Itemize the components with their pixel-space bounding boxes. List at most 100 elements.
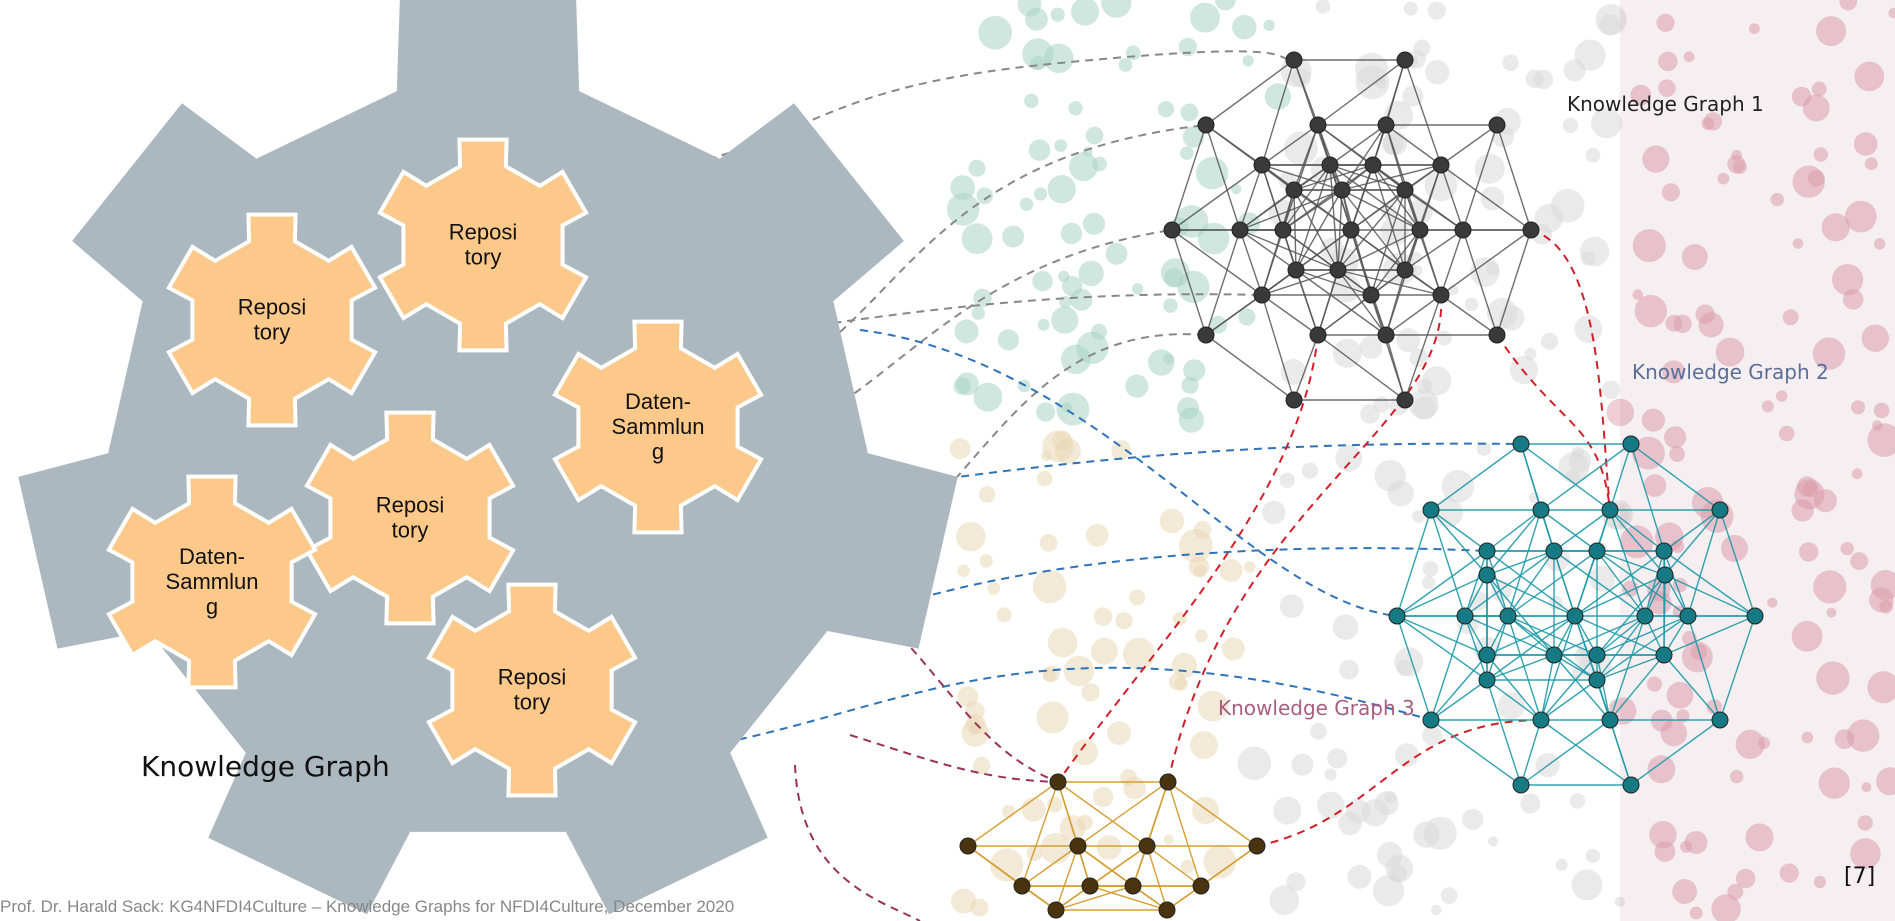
graph-node (1711, 501, 1729, 519)
background-node (1818, 767, 1851, 799)
graph-edge (1205, 294, 1263, 336)
background-node (1291, 753, 1314, 776)
graph-edge (1205, 59, 1295, 126)
gear-label: Daten- (179, 544, 245, 569)
graph-node (1432, 156, 1450, 174)
small-gear-shape (166, 212, 378, 428)
background-node (1324, 768, 1337, 781)
background-node (1171, 652, 1197, 679)
graph-edge (1396, 615, 1488, 681)
background-node (1630, 84, 1652, 106)
background-node (1347, 864, 1372, 889)
background-node (1562, 117, 1579, 133)
graph-node (1396, 51, 1414, 69)
graph-node (1274, 221, 1292, 239)
background-node (1037, 318, 1050, 331)
graph-edge (1317, 294, 1372, 336)
background-node (1840, 541, 1854, 556)
graph-edge (1282, 164, 1331, 231)
background-node (1157, 101, 1175, 118)
graph-node (1253, 286, 1271, 304)
background-node (987, 582, 1001, 595)
background-node (1107, 721, 1131, 745)
graph-edge (1464, 615, 1555, 656)
background-node (1502, 54, 1519, 72)
background-node (1422, 366, 1452, 396)
graph-node (1746, 607, 1764, 625)
background-node (1861, 324, 1890, 352)
background-node (1091, 637, 1118, 665)
background-node (1680, 840, 1693, 853)
gear-label: Sammlun (612, 414, 705, 439)
background-node (973, 382, 1003, 412)
background-node (1689, 906, 1703, 920)
background-node (1646, 676, 1662, 692)
background-node (1195, 157, 1229, 190)
background-node (1676, 709, 1690, 723)
background-node (1061, 402, 1073, 413)
background-node (1036, 470, 1053, 487)
background-node (1801, 731, 1814, 744)
background-node (1081, 683, 1100, 702)
graph-node (1512, 776, 1530, 794)
graph-edge (1596, 615, 1689, 681)
background-node (961, 223, 993, 255)
graph-edge (1663, 550, 1756, 617)
graph-node (1285, 181, 1303, 199)
background-node (1376, 842, 1403, 868)
graph-edge (1430, 654, 1488, 721)
background-node (990, 848, 1024, 882)
background-node (1579, 236, 1610, 267)
background-node (1238, 308, 1256, 326)
background-node (1589, 565, 1616, 592)
graph-edge (1205, 334, 1295, 401)
graph-node (1522, 221, 1540, 239)
connector-line (859, 329, 1398, 617)
background-node (1221, 637, 1245, 661)
graph-edge (1167, 781, 1258, 847)
graph-node (1601, 711, 1619, 729)
graph-node (1422, 501, 1440, 519)
graph-node (1081, 877, 1099, 895)
background-node (997, 329, 1020, 351)
background-node (1811, 81, 1827, 97)
background-node (1591, 107, 1622, 139)
background-node (1093, 786, 1114, 808)
background-node (1497, 692, 1525, 720)
graph-edge (1596, 615, 1689, 656)
graph-edge (1167, 781, 1202, 887)
graph-edge (1396, 550, 1488, 617)
background-node (1262, 500, 1286, 525)
graph-edge (1372, 164, 1406, 271)
background-node (1681, 641, 1713, 673)
background-node (961, 719, 990, 747)
background-node (1424, 169, 1458, 202)
graph-node (1432, 286, 1450, 304)
graph-edge (1430, 509, 1488, 552)
background-node (1853, 132, 1878, 156)
graph-node (1622, 435, 1640, 453)
graph-edge (1507, 550, 1555, 617)
graph-edge (1329, 124, 1387, 166)
background-node (1850, 552, 1869, 571)
background-node (1791, 620, 1823, 652)
background-node (954, 319, 979, 344)
graph-edge (1430, 509, 1466, 617)
background-node (1558, 451, 1590, 484)
background-node (1403, 1, 1418, 16)
background-node (1799, 542, 1819, 562)
gear-label: Sammlun (166, 569, 259, 594)
graph-edge (1239, 189, 1343, 231)
gear-label: tory (465, 245, 502, 270)
graph-node (1396, 181, 1414, 199)
background-node (1032, 569, 1067, 604)
background-node (1816, 661, 1850, 695)
background-node (1839, 0, 1857, 11)
background-node (1060, 222, 1083, 245)
graph-edge (1295, 269, 1387, 336)
background-node (1643, 474, 1667, 497)
background-node (1520, 793, 1541, 814)
